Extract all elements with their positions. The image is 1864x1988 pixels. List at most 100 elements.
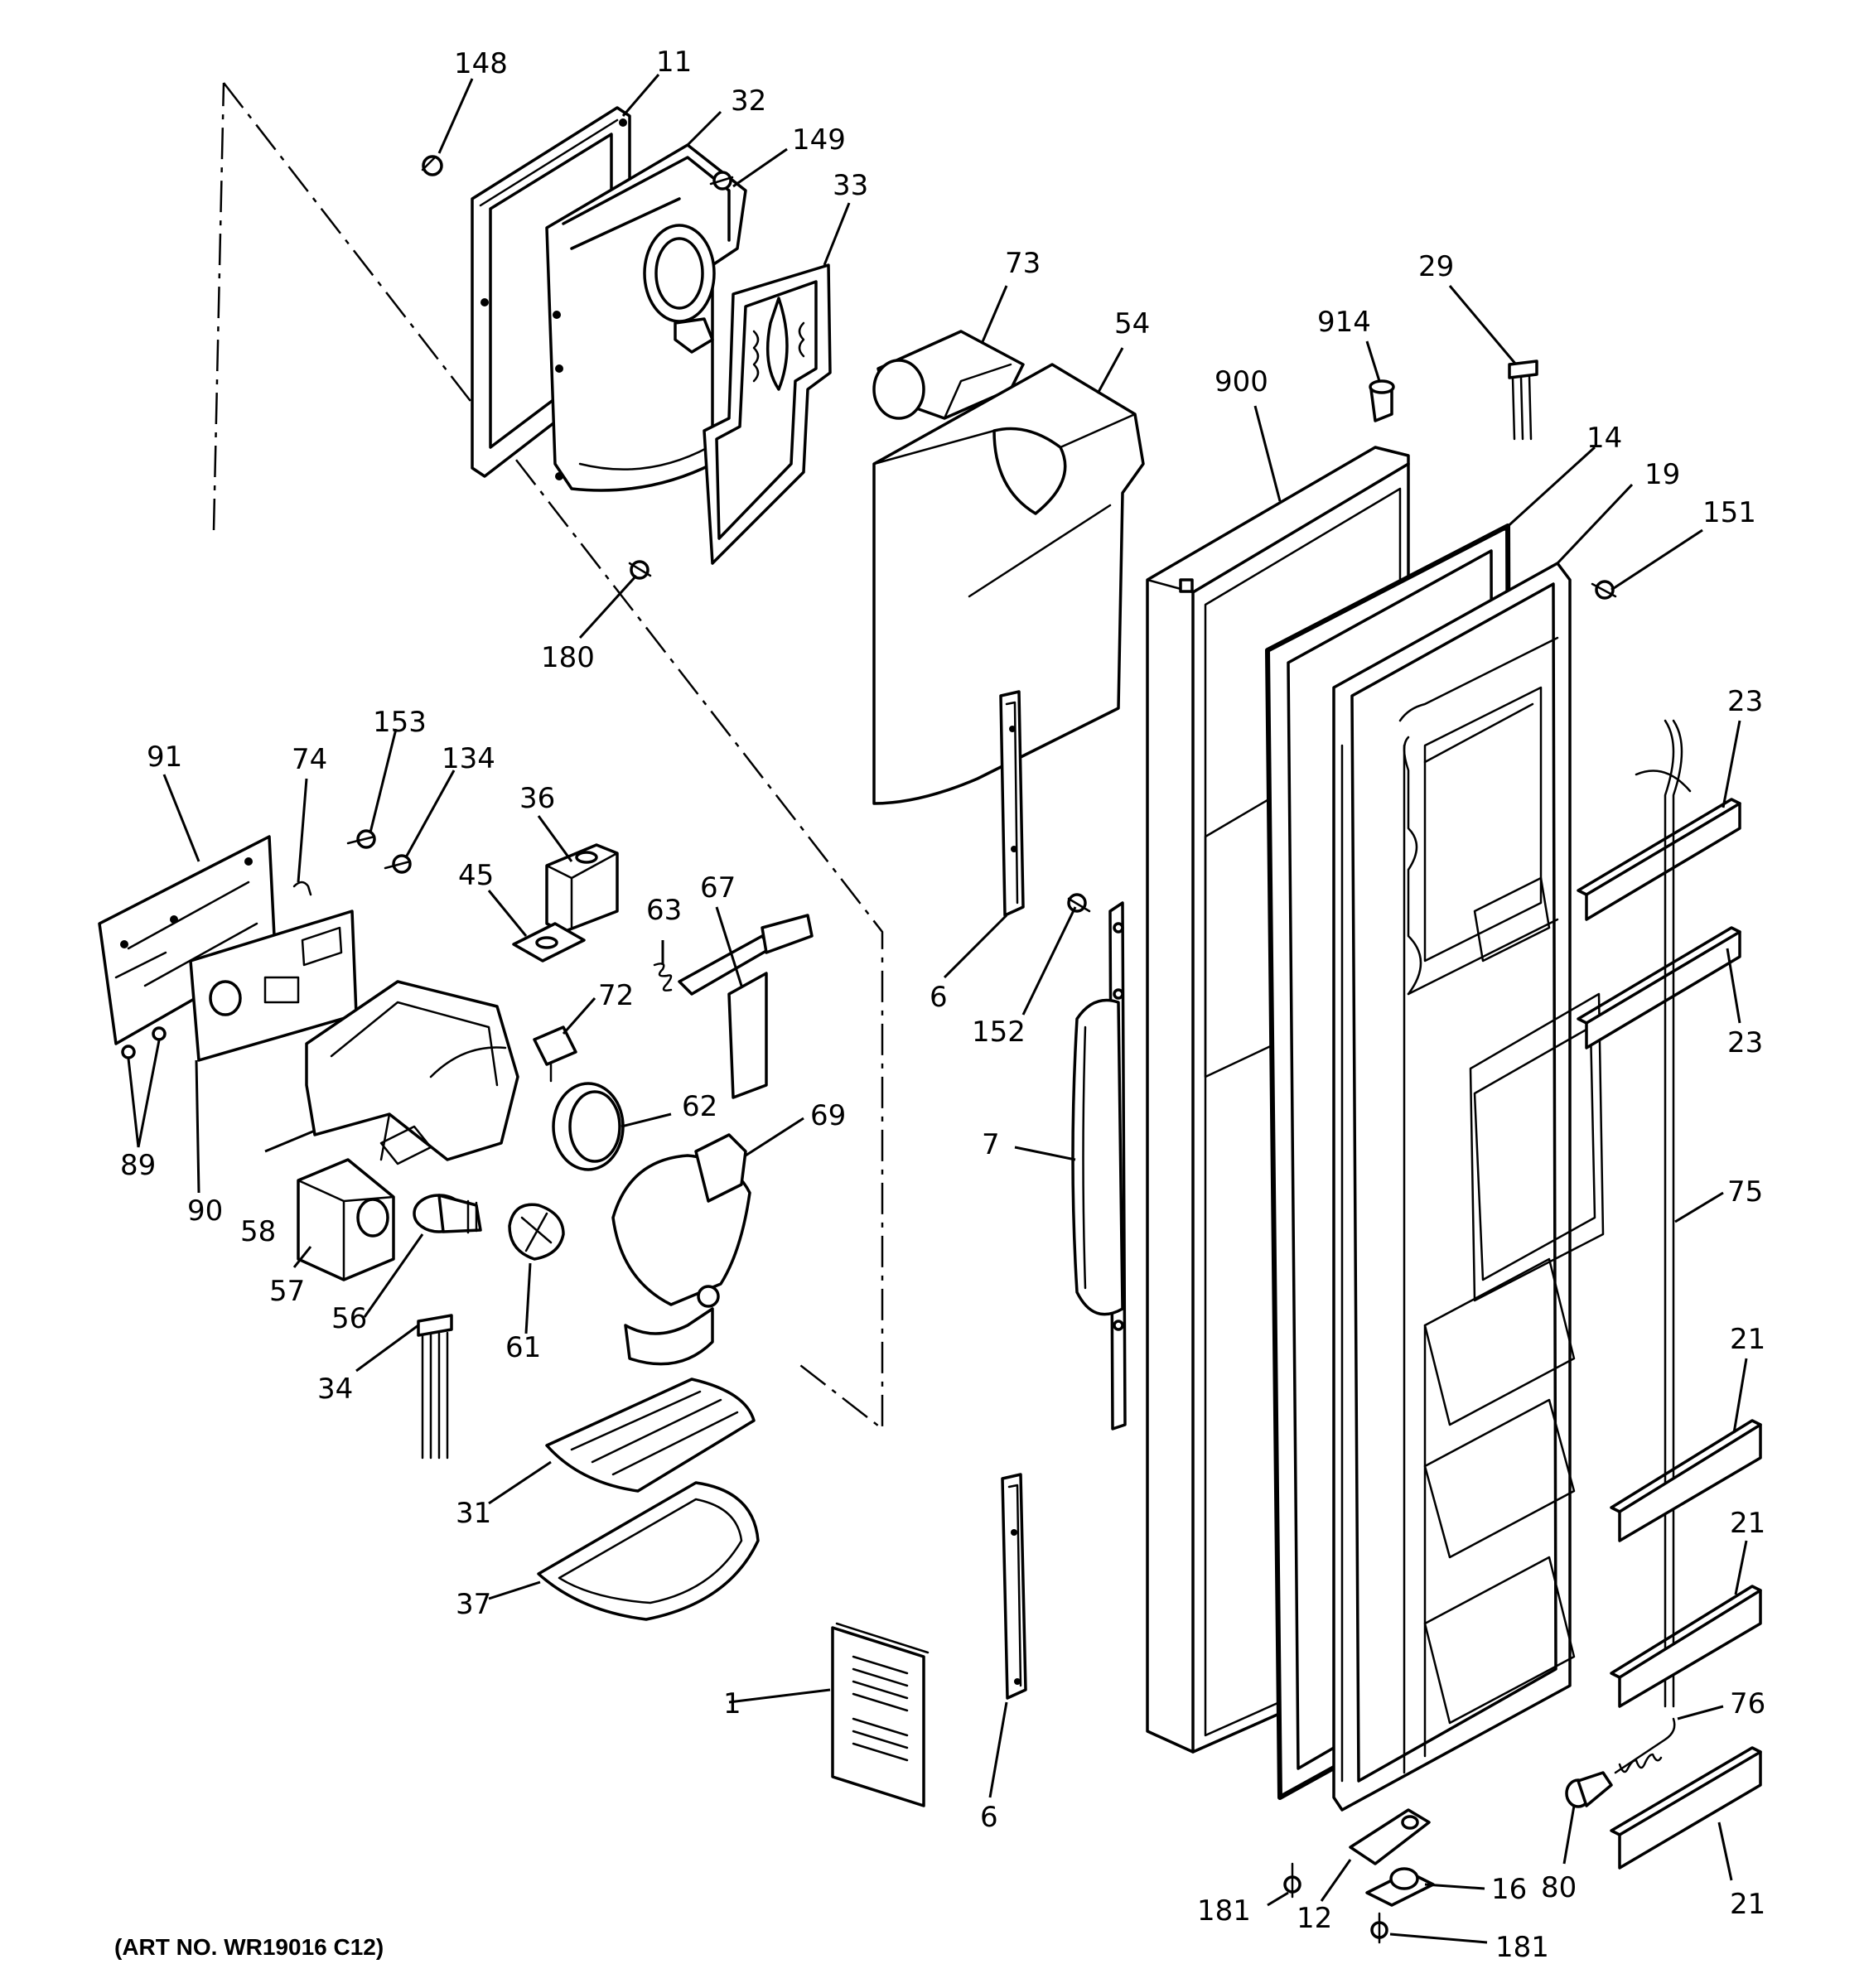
part-72-switch <box>533 1025 577 1083</box>
part-56-auger-motor <box>413 1194 482 1234</box>
label-80: 80 <box>1541 1871 1577 1904</box>
label-21-middle: 21 <box>1730 1507 1765 1540</box>
label-32: 32 <box>731 84 766 118</box>
label-63: 63 <box>646 894 682 927</box>
label-54: 54 <box>1114 307 1150 340</box>
label-16: 16 <box>1491 1873 1527 1906</box>
part-181-screw-a <box>1283 1862 1301 1899</box>
label-134: 134 <box>442 742 495 775</box>
part-23-shelf-bar-lower <box>1577 926 1741 1049</box>
part-63-spring <box>653 963 673 992</box>
art-number: (ART NO. WR19016 C12) <box>114 1934 384 1960</box>
label-91: 91 <box>147 741 182 774</box>
part-58-funnel-housing <box>305 980 519 1165</box>
part-34-wire-harness <box>417 1314 453 1460</box>
part-57-motor <box>297 1158 395 1281</box>
part-1-owners-manual <box>831 1622 930 1807</box>
part-21-bin-rail-upper <box>1610 1419 1762 1542</box>
label-76: 76 <box>1730 1687 1765 1720</box>
leader-lines <box>127 74 1748 1944</box>
label-21-upper: 21 <box>1730 1323 1765 1356</box>
part-12-hinge-bracket <box>1349 1808 1431 1865</box>
label-148: 148 <box>454 47 508 80</box>
label-89: 89 <box>120 1149 156 1182</box>
part-134-screw <box>384 854 412 874</box>
label-69: 69 <box>810 1099 846 1132</box>
part-69-funnel-cup <box>611 1133 751 1366</box>
label-36: 36 <box>519 782 555 815</box>
part-73-ice-chute <box>872 330 1025 420</box>
label-19: 19 <box>1644 458 1680 491</box>
label-152: 152 <box>972 1016 1026 1049</box>
part-180-screw <box>628 560 652 580</box>
label-14: 14 <box>1586 422 1622 455</box>
part-23-shelf-bar-upper <box>1577 798 1741 921</box>
part-76-tube-spring <box>1614 1717 1676 1774</box>
part-45-bracket <box>512 922 586 963</box>
part-54-door-cover <box>872 363 1145 805</box>
part-914-cap <box>1369 379 1395 422</box>
label-12: 12 <box>1297 1902 1332 1935</box>
label-180: 180 <box>541 641 595 674</box>
part-153-screw <box>346 829 376 849</box>
part-29-wire-harness <box>1508 359 1538 441</box>
part-21-bin-rail-lower <box>1610 1746 1762 1870</box>
part-148-screw <box>421 155 443 176</box>
label-7: 7 <box>982 1128 1000 1161</box>
part-149-screw <box>709 171 734 191</box>
label-75: 75 <box>1727 1175 1763 1209</box>
part-19-door-liner <box>1332 562 1605 1812</box>
label-6-lower: 6 <box>980 1801 998 1834</box>
label-72: 72 <box>598 979 634 1012</box>
label-57: 57 <box>269 1275 305 1308</box>
label-37: 37 <box>456 1588 491 1621</box>
dispenser-group-outline <box>212 82 884 1431</box>
screws <box>121 155 1617 1944</box>
label-33: 33 <box>833 169 868 202</box>
part-33-dispenser-gasket <box>703 263 832 565</box>
part-37-drip-tray <box>537 1481 760 1621</box>
part-89-screw-a <box>121 1045 136 1059</box>
part-152-screw <box>1067 893 1091 913</box>
label-900: 900 <box>1214 365 1268 398</box>
label-45: 45 <box>458 859 494 892</box>
label-34: 34 <box>317 1373 353 1406</box>
part-61-crusher <box>508 1203 565 1261</box>
label-90: 90 <box>187 1194 223 1228</box>
label-73: 73 <box>1005 247 1041 280</box>
part-62-duct-door <box>552 1082 625 1171</box>
label-62: 62 <box>682 1090 717 1123</box>
label-11: 11 <box>656 46 692 79</box>
part-16-hinge-bushing <box>1365 1867 1435 1907</box>
label-21-lower: 21 <box>1730 1888 1765 1921</box>
label-181-right: 181 <box>1495 1931 1549 1964</box>
part-80-tube-fitting <box>1565 1771 1613 1808</box>
part-31-drip-grille <box>545 1378 756 1493</box>
part-6-trim-strip-lower <box>1001 1473 1027 1700</box>
label-56: 56 <box>331 1302 367 1335</box>
part-36-solenoid <box>545 843 619 934</box>
part-21-bin-rail-middle <box>1610 1585 1762 1708</box>
part-32-dispenser-housing <box>545 143 747 492</box>
label-61: 61 <box>505 1331 541 1364</box>
part-74-wire <box>292 881 312 896</box>
part-67-paddle <box>678 914 814 1099</box>
label-23-lower: 23 <box>1727 1026 1763 1059</box>
label-914: 914 <box>1317 306 1371 339</box>
part-6-trim-strip-upper <box>999 690 1025 917</box>
part-181-screw-b <box>1370 1912 1388 1944</box>
part-89-screw-b <box>152 1026 167 1041</box>
label-74: 74 <box>292 743 327 776</box>
label-29: 29 <box>1418 250 1454 283</box>
part-151-screw <box>1591 580 1617 600</box>
label-1: 1 <box>723 1687 741 1720</box>
label-181-left: 181 <box>1197 1894 1251 1928</box>
part-7-door-handle <box>1071 901 1127 1431</box>
label-31: 31 <box>456 1497 491 1530</box>
label-151: 151 <box>1702 496 1756 529</box>
label-23-upper: 23 <box>1727 685 1763 718</box>
label-67: 67 <box>700 871 736 905</box>
label-153: 153 <box>373 706 427 739</box>
label-58: 58 <box>240 1215 276 1248</box>
